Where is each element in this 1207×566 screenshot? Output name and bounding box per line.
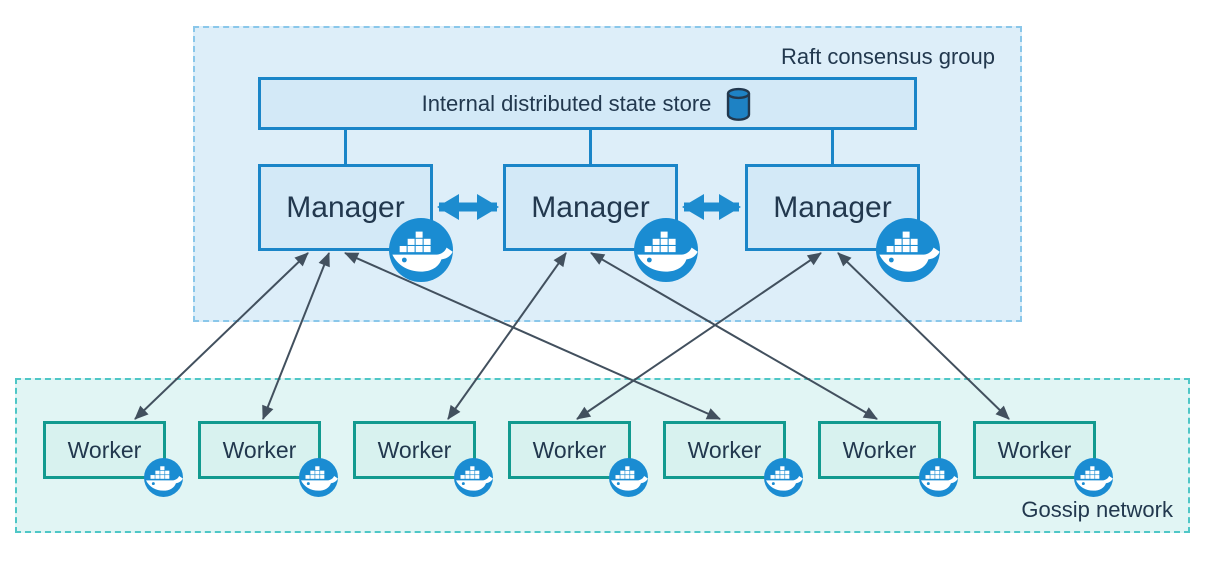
worker-node-1: Worker <box>43 421 166 479</box>
docker-icon <box>919 458 958 497</box>
docker-icon <box>1074 458 1113 497</box>
state-store-node: Internal distributed state store <box>258 77 917 130</box>
docker-icon <box>144 458 183 497</box>
worker-node-2: Worker <box>198 421 321 479</box>
worker-node-7: Worker <box>973 421 1096 479</box>
docker-icon <box>389 218 453 282</box>
docker-icon <box>764 458 803 497</box>
docker-icon <box>299 458 338 497</box>
database-icon <box>727 87 751 121</box>
worker-label: Worker <box>842 436 917 463</box>
docker-icon <box>876 218 940 282</box>
state-store-label: Internal distributed state store <box>421 90 712 116</box>
worker-node-5: Worker <box>663 421 786 479</box>
worker-node-3: Worker <box>353 421 476 479</box>
manager-label: Manager <box>773 190 892 224</box>
worker-label: Worker <box>997 436 1072 463</box>
raft-group-label: Raft consensus group <box>780 44 995 69</box>
manager-label: Manager <box>286 190 405 224</box>
worker-node-6: Worker <box>818 421 941 479</box>
docker-icon <box>609 458 648 497</box>
manager-label: Manager <box>531 190 650 224</box>
gossip-group-label: Gossip network <box>1021 497 1173 522</box>
worker-label: Worker <box>532 436 607 463</box>
docker-icon <box>634 218 698 282</box>
worker-label: Worker <box>687 436 762 463</box>
worker-label: Worker <box>222 436 297 463</box>
worker-label: Worker <box>377 436 452 463</box>
worker-label: Worker <box>67 436 142 463</box>
docker-icon <box>454 458 493 497</box>
worker-node-4: Worker <box>508 421 631 479</box>
